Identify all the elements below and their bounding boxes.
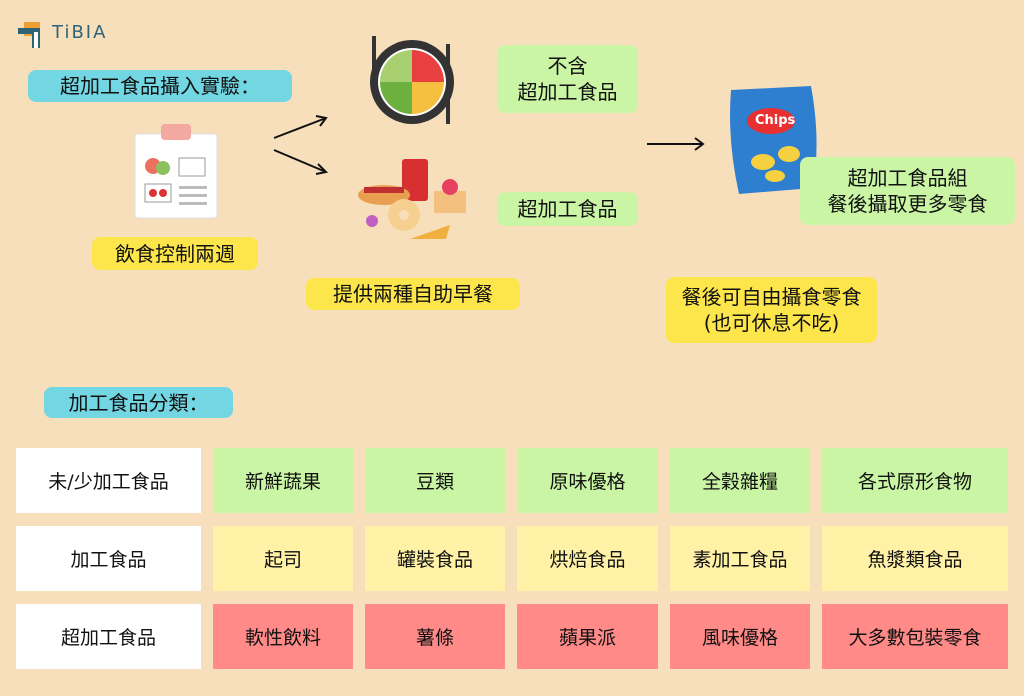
chips-bag-icon: Chips	[725, 84, 821, 196]
food-item-cell: 烘焙食品	[517, 526, 658, 591]
food-item-cell: 罐裝食品	[365, 526, 505, 591]
branch-arrows-icon	[273, 115, 329, 175]
free-snack-line-1: 餐後可自由攝食零食	[681, 285, 862, 309]
tibia-logo: TiBIA	[18, 22, 128, 48]
no-upf-line-2: 超加工食品	[517, 80, 618, 104]
result-line-1: 超加工食品組	[847, 166, 968, 190]
diet-control-label: 飲食控制兩週	[92, 237, 258, 270]
result-line-2: 餐後攝取更多零食	[827, 192, 988, 216]
logo-text: TiBIA	[52, 22, 108, 43]
clipboard-icon	[134, 124, 218, 219]
result-label: 超加工食品組 餐後攝取更多零食	[800, 157, 1015, 225]
junk-food-icon	[358, 159, 466, 239]
no-upf-line-1: 不含	[547, 54, 588, 78]
food-item-cell: 風味優格	[670, 604, 810, 669]
food-item-cell: 蘋果派	[517, 604, 658, 669]
food-item-cell: 各式原形食物	[822, 448, 1008, 513]
classification-title: 加工食品分類：	[44, 387, 233, 418]
experiment-title: 超加工食品攝入實驗：	[28, 70, 292, 102]
logo-mark-icon	[18, 22, 40, 48]
arrow-right-icon	[647, 137, 705, 151]
breakfast-label: 提供兩種自助早餐	[306, 278, 520, 310]
no-upf-label: 不含 超加工食品	[497, 45, 638, 113]
upf-label: 超加工食品	[497, 192, 638, 226]
category-cell: 超加工食品	[16, 604, 201, 669]
food-item-cell: 薯條	[365, 604, 505, 669]
food-item-cell: 魚漿類食品	[822, 526, 1008, 591]
category-cell: 未/少加工食品	[16, 448, 201, 513]
category-cell: 加工食品	[16, 526, 201, 591]
food-item-cell: 全穀雜糧	[670, 448, 810, 513]
healthy-plate-icon	[370, 36, 454, 124]
free-snack-line-2: (也可休息不吃)	[703, 311, 840, 335]
food-item-cell: 素加工食品	[670, 526, 810, 591]
food-item-cell: 大多數包裝零食	[822, 604, 1008, 669]
food-item-cell: 起司	[213, 526, 353, 591]
chips-text: Chips	[755, 113, 796, 128]
food-item-cell: 軟性飲料	[213, 604, 353, 669]
food-item-cell: 豆類	[365, 448, 505, 513]
food-item-cell: 原味優格	[517, 448, 658, 513]
free-snack-label: 餐後可自由攝食零食 (也可休息不吃)	[666, 277, 877, 343]
food-item-cell: 新鮮蔬果	[213, 448, 353, 513]
